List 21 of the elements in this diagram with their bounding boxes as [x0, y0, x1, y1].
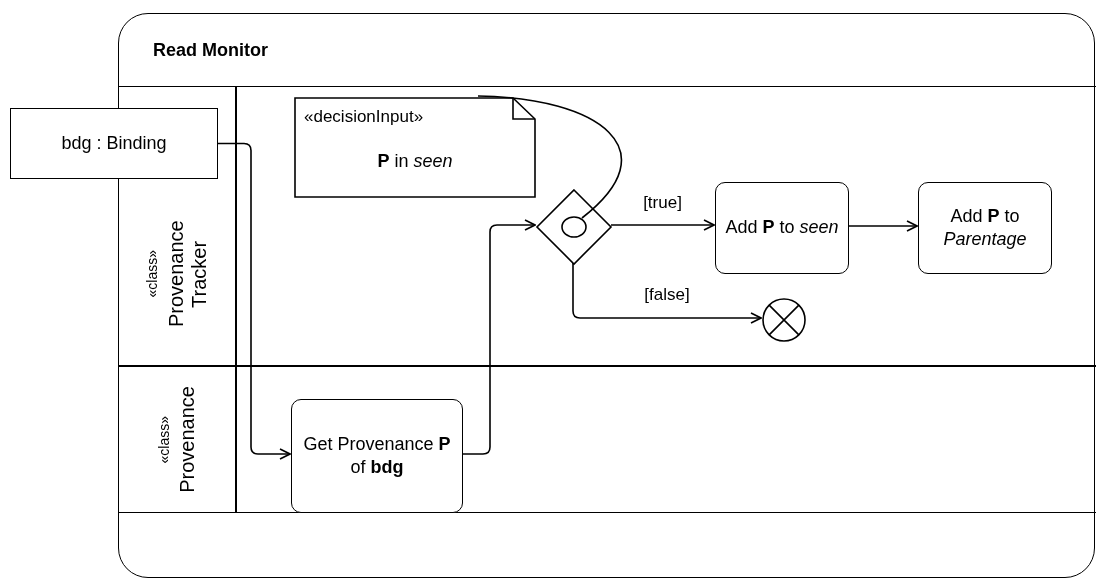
- action-box: Get Provenance P of bdg: [291, 399, 463, 513]
- lane-title: Provenance: [176, 386, 200, 493]
- edge-label: [false]: [644, 285, 690, 304]
- arrow: [572, 262, 762, 324]
- arrow: [847, 220, 918, 232]
- connector-line: [477, 95, 623, 219]
- object-box: bdg : Binding: [10, 108, 218, 179]
- activity-title: Read Monitor: [153, 40, 268, 61]
- lane-title: Provenance Tracker: [164, 219, 211, 329]
- note-text: P in seen: [376, 151, 454, 172]
- action-box: Add P to seen: [715, 182, 849, 274]
- stereotype-label: «class»: [155, 415, 173, 464]
- arrow: [461, 219, 536, 455]
- swimlane: [119, 366, 1096, 513]
- edge-label: [true]: [643, 193, 682, 212]
- stereotype-label: «class»: [144, 249, 161, 298]
- arrow: [610, 219, 715, 231]
- note: [294, 97, 536, 198]
- stereotype-label: «decisionInput»: [304, 107, 424, 127]
- arrow: [217, 142, 291, 460]
- action-box: Add P to Parentage: [918, 182, 1052, 274]
